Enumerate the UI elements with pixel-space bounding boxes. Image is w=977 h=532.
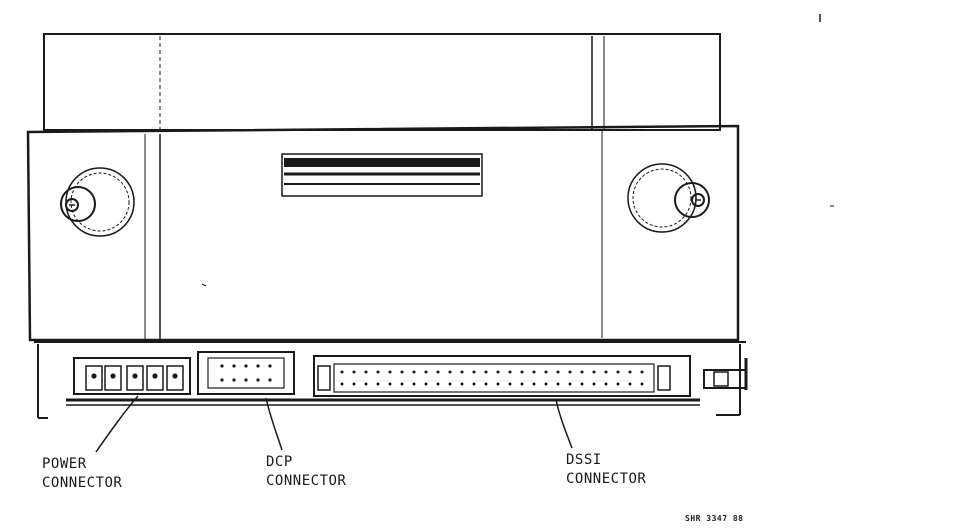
- power-connector: [73, 357, 191, 395]
- dssi-pin: [520, 370, 524, 374]
- dssi-pin: [412, 382, 416, 386]
- power-label-line2: CONNECTOR: [42, 475, 123, 491]
- dssi-pin: [628, 382, 632, 386]
- power-label-line1: POWER: [42, 456, 87, 472]
- dssi-label-line2: CONNECTOR: [566, 471, 647, 487]
- top-slot: [281, 153, 483, 197]
- dssi-pin: [448, 382, 452, 386]
- right-mounting-knob: [627, 163, 710, 233]
- dssi-pin: [580, 370, 584, 374]
- dcp-leader-line: [265, 397, 283, 451]
- dssi-connector-label: DSSI CONNECTOR: [566, 451, 646, 489]
- dssi-pin: [556, 370, 560, 374]
- dssi-pin: [376, 382, 380, 386]
- left-mounting-knob: [60, 167, 135, 237]
- dssi-pin: [352, 370, 356, 374]
- dssi-pin: [580, 382, 584, 386]
- dssi-pin: [568, 370, 572, 374]
- dssi-pin: [472, 370, 476, 374]
- dssi-pin: [484, 382, 488, 386]
- dssi-pin: [364, 382, 368, 386]
- dssi-pin: [340, 370, 344, 374]
- power-leader-line: [95, 395, 139, 453]
- dssi-pin: [640, 370, 644, 374]
- dssi-pin: [448, 370, 452, 374]
- dssi-pin: [400, 382, 404, 386]
- dcp-connector-label: DCP CONNECTOR: [266, 453, 346, 491]
- dssi-pin: [604, 370, 608, 374]
- dssi-pin: [424, 382, 428, 386]
- dssi-pin: [616, 382, 620, 386]
- dssi-pin: [388, 382, 392, 386]
- dssi-pin: [508, 382, 512, 386]
- dssi-pin: [436, 382, 440, 386]
- dssi-connector: [313, 355, 748, 397]
- dssi-leader-line: [555, 399, 573, 449]
- dssi-pin: [544, 382, 548, 386]
- dssi-pin: [592, 382, 596, 386]
- dssi-pin: [352, 382, 356, 386]
- dssi-pin: [388, 370, 392, 374]
- dssi-pin: [400, 370, 404, 374]
- dssi-pin: [640, 382, 644, 386]
- dssi-pin: [496, 370, 500, 374]
- dssi-label-line1: DSSI: [566, 452, 602, 468]
- dssi-pin: [484, 370, 488, 374]
- dssi-pin: [520, 382, 524, 386]
- dssi-pin: [532, 370, 536, 374]
- dssi-pin: [532, 382, 536, 386]
- main-body: [26, 124, 740, 342]
- figure-number: SHR 3347 88: [685, 514, 744, 523]
- dcp-label-line1: DCP: [266, 454, 293, 470]
- dcp-connector: [197, 351, 295, 395]
- dssi-pin: [472, 382, 476, 386]
- dssi-pin: [496, 382, 500, 386]
- power-connector-label: POWER CONNECTOR: [42, 455, 122, 493]
- dssi-pin: [604, 382, 608, 386]
- dssi-pin: [436, 370, 440, 374]
- dssi-pin: [568, 382, 572, 386]
- dcp-label-line2: CONNECTOR: [266, 473, 347, 489]
- dssi-pin: [628, 370, 632, 374]
- dssi-pin: [508, 370, 512, 374]
- dssi-pin: [460, 370, 464, 374]
- dssi-pin: [340, 382, 344, 386]
- dssi-pin: [616, 370, 620, 374]
- dssi-pin: [544, 370, 548, 374]
- dssi-pin: [556, 382, 560, 386]
- dssi-pin: [376, 370, 380, 374]
- dssi-pin: [460, 382, 464, 386]
- dssi-pin: [412, 370, 416, 374]
- dssi-pin: [592, 370, 596, 374]
- dssi-pin: [364, 370, 368, 374]
- upper-housing: [43, 33, 721, 131]
- dssi-pin: [424, 370, 428, 374]
- connector-panel: [34, 341, 746, 419]
